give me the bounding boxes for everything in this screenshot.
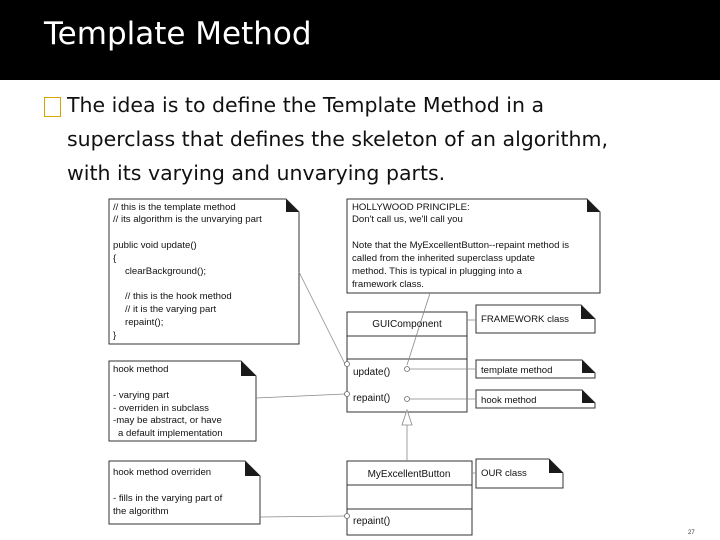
- code-note: [108, 198, 300, 345]
- bullet-line-2: superclass that defines the skeleton of …: [67, 127, 608, 151]
- slide-title: Template Method: [44, 16, 312, 52]
- title-bar: Template Method: [0, 0, 720, 80]
- override-note-text: hook method overriden - fills in the var…: [113, 467, 223, 517]
- hollywood-line: called from the inherited superclass upd…: [352, 253, 535, 264]
- code-line: // this is the template method: [113, 202, 236, 213]
- hook-method-label: hook method: [481, 395, 536, 406]
- my-excellent-button-name: MyExcellentButton: [368, 469, 451, 480]
- page-number: 27: [688, 530, 695, 536]
- code-line: repaint();: [125, 317, 163, 328]
- hook-line: - varying part: [113, 390, 169, 401]
- code-line: }: [113, 330, 117, 341]
- bullet-line-3: with its varying and unvarying parts.: [67, 161, 446, 185]
- code-line: public void update(): [113, 240, 197, 251]
- code-line: // this is the hook method: [125, 291, 232, 302]
- code-line: {: [113, 253, 117, 264]
- our-class-label: OUR class: [481, 468, 527, 479]
- template-method-note: [475, 359, 596, 379]
- hollywood-line: Don't call us, we'll call you: [352, 214, 463, 225]
- hollywood-line: Note that the MyExcellentButton--repaint…: [352, 240, 569, 251]
- hook-method-label-note: [475, 389, 596, 409]
- my-excellent-button-class: [346, 460, 473, 536]
- hollywood-line: HOLLYWOOD PRINCIPLE:: [352, 202, 470, 213]
- framework-class-label: FRAMEWORK class: [481, 314, 569, 325]
- hook-line: - overriden in subclass: [113, 403, 209, 414]
- code-line: // it is the varying part: [125, 304, 217, 315]
- gui-method-repaint: repaint(): [353, 393, 390, 404]
- code-line: // its algorithm is the unvarying part: [113, 214, 262, 225]
- hollywood-principle-note: [346, 198, 601, 294]
- hook-line: hook method: [113, 364, 168, 375]
- framework-class-note: [475, 304, 596, 334]
- button-method-repaint: repaint(): [353, 516, 390, 527]
- override-line: - fills in the varying part of: [113, 493, 223, 504]
- hollywood-note-text: HOLLYWOOD PRINCIPLE: Don't call us, we'l…: [352, 202, 569, 290]
- hook-line: a default implementation: [118, 428, 223, 439]
- gui-method-update: update(): [353, 367, 390, 378]
- template-method-label: template method: [481, 365, 552, 376]
- gui-component-name: GUIComponent: [372, 319, 442, 330]
- hook-overriden-note: [108, 460, 261, 525]
- hook-line: -may be abstract, or have: [113, 415, 222, 426]
- bullet-line-1: The idea is to define the Template Metho…: [67, 93, 545, 117]
- bullet-marker-icon: [44, 97, 61, 117]
- code-line: clearBackground();: [125, 266, 206, 277]
- hollywood-line: framework class.: [352, 279, 424, 290]
- override-line: the algorithm: [113, 506, 168, 517]
- hook-method-note: [108, 360, 257, 442]
- code-note-text: // this is the template method // its al…: [113, 202, 262, 341]
- our-class-note: [475, 458, 564, 489]
- hook-note-text: hook method - varying part - overriden i…: [113, 364, 223, 439]
- override-line: hook method overriden: [113, 467, 211, 478]
- hollywood-line: method. This is typical in plugging into…: [352, 266, 523, 277]
